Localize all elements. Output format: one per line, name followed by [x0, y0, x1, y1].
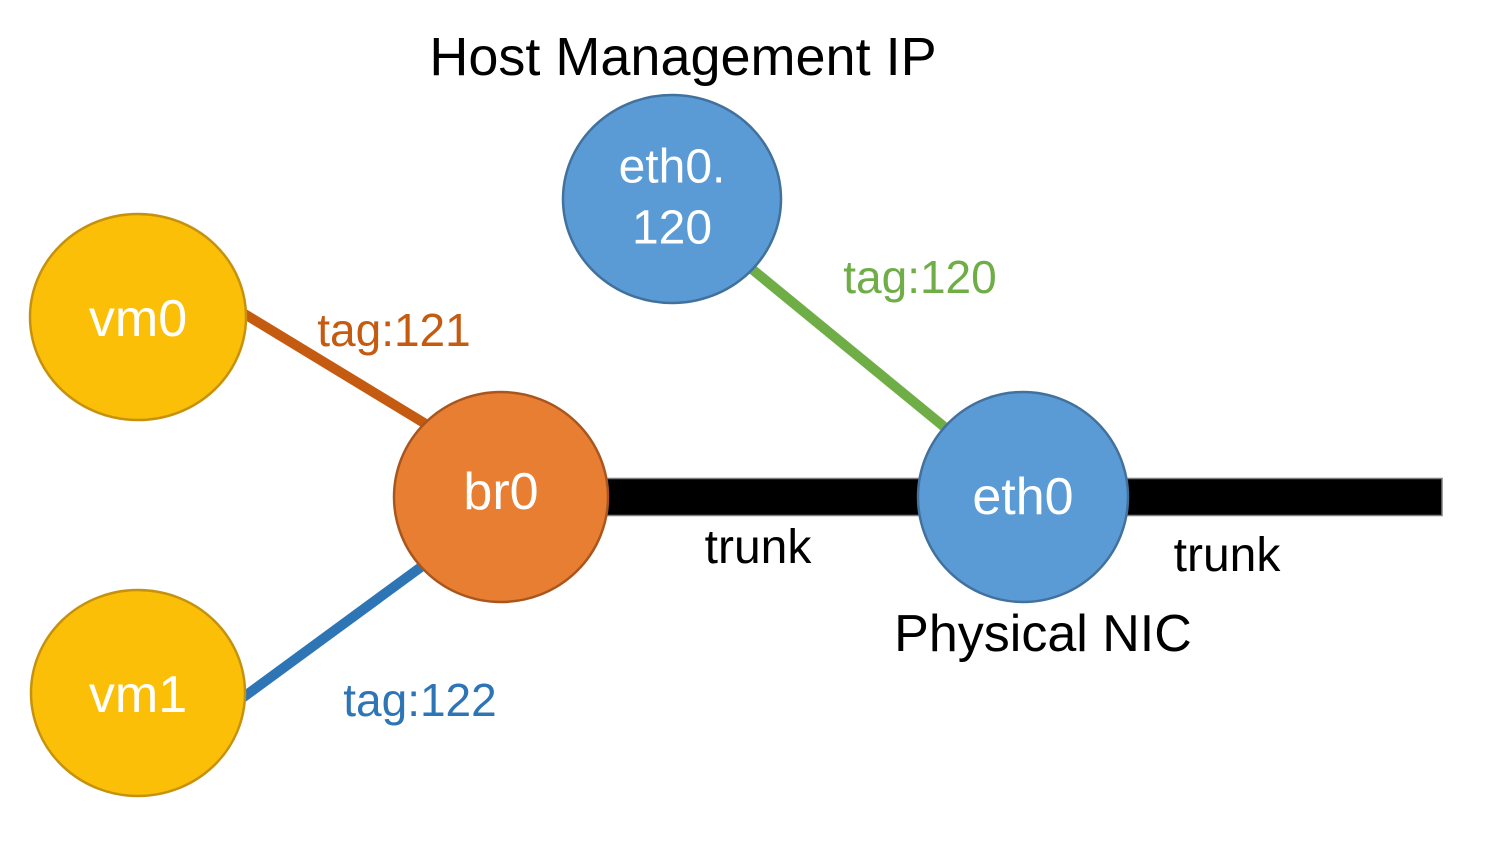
trunk-label-right: trunk [1174, 529, 1282, 582]
node-eth0-120-label-line1: eth0. [619, 141, 726, 194]
node-br0-label: br0 [463, 463, 538, 521]
physical-nic-label: Physical NIC [894, 605, 1192, 663]
node-eth0-120 [561, 93, 783, 305]
diagram-title: Host Management IP [429, 27, 936, 87]
node-vm0 [28, 212, 248, 422]
edge-vm0-br0 [212, 291, 465, 451]
edge-label-tag121: tag:121 [317, 304, 470, 356]
trunk-link-eth0-uplink [1119, 477, 1443, 517]
node-vm0-label: vm0 [89, 290, 187, 348]
node-eth0-120-label-line2: 120 [632, 202, 712, 255]
node-eth0 [916, 390, 1130, 604]
node-vm1-label: vm1 [89, 666, 187, 724]
edge-label-tag122: tag:122 [343, 674, 496, 726]
node-br0 [392, 390, 610, 604]
trunk-link-br0-eth0 [599, 477, 926, 517]
edge-eth0120-eth0 [721, 243, 974, 452]
trunk-label-left: trunk [705, 521, 813, 574]
edge-label-tag120: tag:120 [843, 251, 996, 303]
node-vm1 [29, 588, 247, 798]
node-eth0-label: eth0 [972, 468, 1073, 526]
